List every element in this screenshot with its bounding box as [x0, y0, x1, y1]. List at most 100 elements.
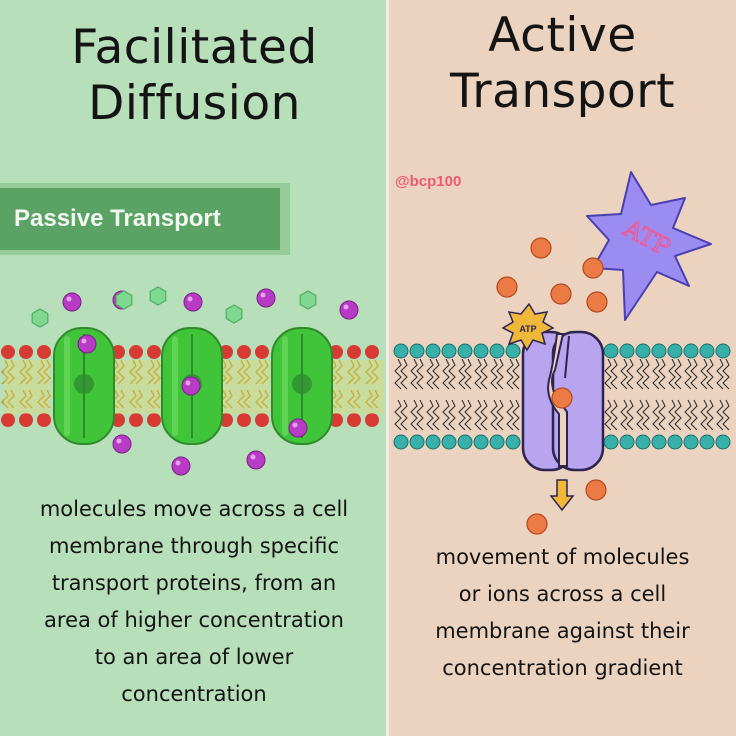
lipid-head [365, 413, 379, 427]
lipid-tail [347, 359, 355, 385]
lipid-tail [442, 399, 450, 431]
lipid-tail [716, 358, 724, 390]
title-line: Active [488, 8, 637, 63]
lipid-tail [512, 358, 520, 390]
lipid-head [457, 343, 473, 359]
lipid-tail [243, 389, 251, 409]
lipid-tail [684, 358, 692, 390]
lipid-tail [620, 399, 628, 431]
lipid-tail [474, 358, 482, 390]
lipid-tail [496, 399, 504, 431]
lipid-tail [400, 358, 408, 390]
lipid-heads [393, 343, 731, 450]
watermark-handle: @bcp100 [395, 173, 462, 190]
ions [496, 237, 608, 535]
lipid-tail [432, 399, 440, 431]
down-arrow-shape [549, 479, 575, 512]
lipid-tail [410, 399, 418, 431]
lipid-head [37, 413, 51, 427]
panel-divider [386, 0, 389, 736]
lipid-tail [416, 399, 424, 431]
lipid-head [715, 343, 731, 359]
lipid-core [222, 360, 270, 414]
lipid-head [129, 345, 143, 359]
lipid-tails [394, 358, 730, 431]
lipid-tail [480, 358, 488, 390]
lipid-tail [610, 399, 618, 431]
lipid-tail [668, 358, 676, 390]
lipid-head [409, 434, 425, 450]
lipid-tail [19, 389, 27, 409]
facilitated-diffusion-title: Facilitated Diffusion [0, 20, 389, 132]
purple-molecule [171, 456, 191, 476]
lipid-tail [129, 389, 137, 409]
lipid-core [332, 360, 384, 414]
active-transport-caption: movement of molecules or ions across a c… [389, 539, 736, 687]
atp-badge-shape [501, 302, 555, 352]
lipid-tail [636, 358, 644, 390]
atp-badge-label: ATP [519, 324, 536, 334]
orange-ion [526, 513, 548, 535]
lipid-tail [700, 399, 708, 431]
lipid-tail [722, 399, 730, 431]
lipid-tail [261, 389, 269, 409]
lipid-tail [426, 399, 434, 431]
lipid-tail [620, 358, 628, 390]
passive-transport-tag: Passive Transport [0, 188, 280, 250]
lipid-tail [706, 358, 714, 390]
lipid-tail [626, 399, 634, 431]
facilitated-diffusion-caption: molecules move across a cell membrane th… [4, 491, 384, 713]
purple-molecule [246, 450, 266, 470]
lipid-tail [135, 389, 143, 409]
lipid-head [619, 343, 635, 359]
lipid-head [255, 413, 269, 427]
green-molecule [115, 290, 133, 310]
orange-ion [550, 283, 572, 305]
lipid-tail [353, 389, 361, 409]
lipid-heads [1, 345, 379, 427]
lipid-head [347, 345, 361, 359]
lipid-core [114, 360, 162, 414]
lipid-tail [410, 358, 418, 390]
lipid-tail [458, 399, 466, 431]
lipid-tail [147, 389, 155, 409]
lipid-head [393, 434, 409, 450]
lipid-tail [147, 359, 155, 385]
lipid-tail [7, 359, 15, 385]
lipid-head [147, 345, 161, 359]
lipid-tail [394, 399, 402, 431]
lipid-head [19, 345, 33, 359]
lipid-tail [7, 389, 15, 409]
lipid-tail [636, 399, 644, 431]
lipid-tail [237, 359, 245, 385]
caption-line: to an area of lower [94, 645, 294, 669]
lipid-core [4, 360, 50, 414]
lipid-tail [490, 399, 498, 431]
lipid-head [699, 343, 715, 359]
lipid-head [635, 434, 651, 450]
lipid-head [651, 343, 667, 359]
caption-line: membrane against their [435, 619, 690, 643]
lipid-tail [255, 359, 263, 385]
purple-molecule [256, 288, 276, 308]
lipid-tail [448, 358, 456, 390]
atp-burst-shape [586, 171, 712, 321]
lipid-tail [117, 359, 125, 385]
lipid-tail [43, 389, 51, 409]
caption-line: concentration [121, 682, 267, 706]
molecule-shine [260, 292, 266, 298]
lipid-tail [261, 359, 269, 385]
lipid-head [129, 413, 143, 427]
purple-molecule [181, 376, 201, 396]
lipid-head [603, 434, 619, 450]
lipid-head [603, 343, 619, 359]
lipid-tail [658, 358, 666, 390]
lipid-tail [416, 358, 424, 390]
title-line: Transport [449, 64, 676, 119]
purple-molecule [62, 292, 82, 312]
lipid-tail [371, 359, 379, 385]
lipid-tail [19, 359, 27, 385]
lipid-tail [610, 358, 618, 390]
lipid-tail [684, 399, 692, 431]
caption-line: transport proteins, from an [51, 571, 337, 595]
